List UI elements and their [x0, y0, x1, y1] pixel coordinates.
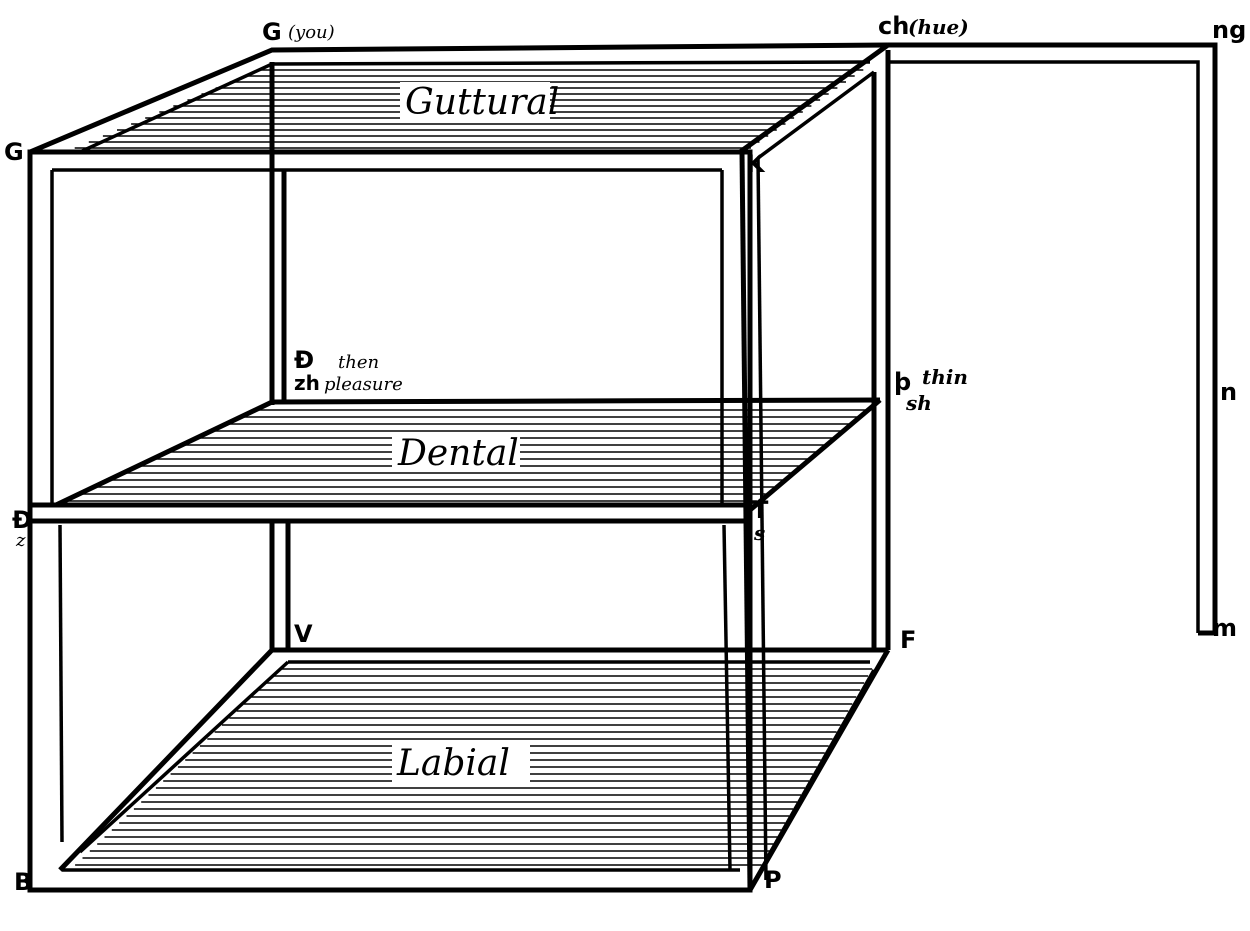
top-face-back-edge-inner — [79, 60, 871, 154]
nasal-bar-outer — [888, 42, 1218, 636]
middle-shelf-front-bar — [27, 502, 753, 524]
guttural-label: Guttural — [405, 82, 559, 123]
labial-label-bg — [392, 740, 530, 782]
guttural-label-bg — [400, 82, 550, 120]
dental-label: Dental — [397, 433, 519, 474]
middle-shelf-back-edge — [271, 397, 881, 405]
label-thin: thin — [922, 365, 968, 389]
bottom-left-diagonal-inner — [78, 660, 290, 854]
label-sh: sh — [905, 391, 932, 415]
dental-label-bg — [392, 432, 520, 472]
label-hue: (hue) — [908, 15, 969, 39]
label-thorn: þ — [894, 368, 911, 396]
label-s: s — [753, 521, 765, 545]
label-dh: Ð — [294, 346, 314, 374]
label-ch: ch — [878, 12, 909, 40]
front-left-post-inner-lower — [58, 524, 64, 843]
label-k: K — [746, 150, 766, 178]
label-t: T — [752, 496, 769, 524]
label-f: F — [900, 626, 916, 654]
label-p: P — [764, 866, 782, 894]
front-right-post-inner-lower — [722, 524, 732, 871]
label-y-symbol: G — [262, 18, 282, 46]
top-right-diagonal-inner — [756, 70, 876, 160]
label-pleasure: pleasure — [324, 374, 403, 395]
middle-shelf-right-diagonal — [748, 398, 882, 512]
label-dz: Ð — [12, 506, 32, 534]
label-then: then — [338, 352, 379, 373]
dental-shelf-hatching — [64, 409, 870, 502]
label-g: G — [4, 138, 24, 166]
label-z: z — [15, 530, 26, 551]
labial-label: Labial — [396, 743, 510, 784]
nasal-bar-inner — [888, 60, 1200, 633]
label-m: m — [1212, 614, 1237, 642]
label-n: n — [1220, 378, 1237, 406]
top-right-diagonal — [738, 42, 890, 155]
bottom-left-diagonal — [58, 648, 274, 872]
bottom-right-diagonal-inner — [764, 669, 876, 861]
label-v: V — [294, 620, 313, 648]
label-ng: ng — [1212, 16, 1246, 44]
label-b: B — [14, 868, 32, 896]
label-zh: zh — [294, 371, 320, 395]
middle-shelf-left-diagonal — [54, 399, 274, 508]
label-y-word: (you) — [288, 22, 335, 43]
top-face-back-edge — [29, 42, 889, 155]
right-front-post-inner — [756, 157, 768, 881]
